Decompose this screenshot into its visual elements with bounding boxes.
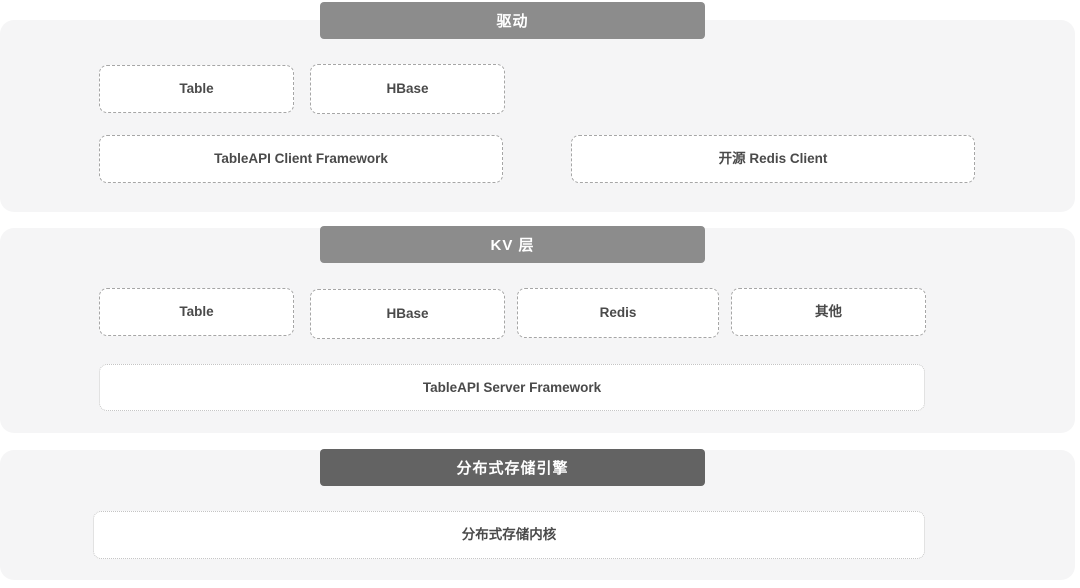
node-storage-engine-kernel[interactable]: 分布式存储内核 <box>93 511 925 559</box>
node-driver-opensource-redis-client[interactable]: 开源 Redis Client <box>571 135 975 183</box>
node-driver-hbase[interactable]: HBase <box>310 64 505 114</box>
node-driver-tableapi-client-framework-label: TableAPI Client Framework <box>214 151 388 167</box>
node-storage-engine-kernel-label: 分布式存储内核 <box>461 527 557 543</box>
node-driver-table[interactable]: Table <box>99 65 294 113</box>
node-driver-table-label: Table <box>179 81 214 97</box>
node-kv-table[interactable]: Table <box>99 288 294 336</box>
node-driver-opensource-redis-client-label: 开源 Redis Client <box>718 151 828 167</box>
node-kv-hbase[interactable]: HBase <box>310 289 505 339</box>
node-kv-other-label: 其他 <box>815 304 842 320</box>
section-header-driver-label: 驱动 <box>496 13 529 30</box>
node-kv-redis-label: Redis <box>599 305 637 321</box>
node-kv-hbase-label: HBase <box>386 306 429 322</box>
section-header-storage-engine: 分布式存储引擎 <box>320 449 705 486</box>
section-header-kv-layer: KV 层 <box>320 226 705 263</box>
node-kv-table-label: Table <box>179 304 214 320</box>
section-header-storage-engine-label: 分布式存储引擎 <box>456 460 569 477</box>
node-driver-hbase-label: HBase <box>386 81 429 97</box>
node-kv-tableapi-server-framework-label: TableAPI Server Framework <box>422 379 602 395</box>
node-kv-other[interactable]: 其他 <box>731 288 926 336</box>
node-kv-redis[interactable]: Redis <box>517 288 719 338</box>
node-driver-tableapi-client-framework[interactable]: TableAPI Client Framework <box>99 135 503 183</box>
section-header-driver: 驱动 <box>320 2 705 39</box>
section-header-kv-layer-label: KV 层 <box>490 237 535 254</box>
section-panel-driver <box>0 20 1075 212</box>
node-kv-tableapi-server-framework[interactable]: TableAPI Server Framework <box>99 364 925 411</box>
